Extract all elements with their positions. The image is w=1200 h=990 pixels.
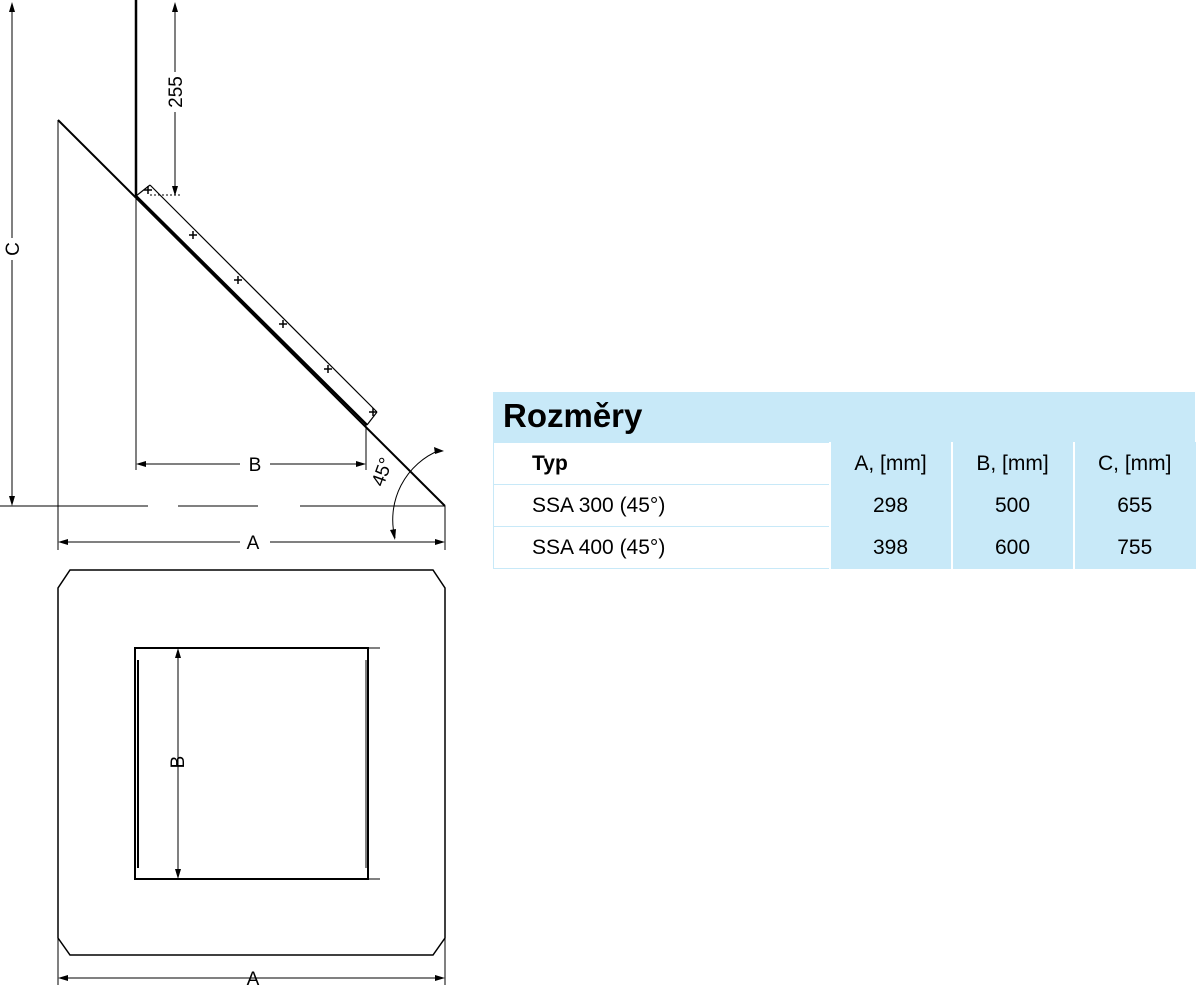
- dim-c-label: C: [3, 242, 24, 256]
- header-cell-b: B, [mm]: [950, 442, 1074, 485]
- dim-b-side-label: B: [249, 455, 262, 476]
- rail-lower-edge: [135, 195, 368, 426]
- hypotenuse-line: [57, 119, 446, 507]
- label-backgrounds: [2, 72, 270, 989]
- row-c-cell: 655: [1072, 484, 1196, 527]
- dimensions-title: Rozměry: [493, 392, 1195, 442]
- angle-arc-arrows: [390, 447, 444, 540]
- row-b-cell: 600: [950, 526, 1074, 569]
- row-type-cell: SSA 300 (45°): [493, 484, 830, 527]
- angle-label: 45°: [368, 455, 398, 489]
- row-b-cell: 500: [950, 484, 1074, 527]
- header-cell-a: A, [mm]: [828, 442, 952, 485]
- row-a-cell: 398: [828, 526, 952, 569]
- dim-a-top-label: A: [247, 969, 260, 990]
- row-a-cell: 298: [828, 484, 952, 527]
- table-row: SSA 400 (45°) 398 600 755: [493, 526, 1196, 569]
- top-view: [57, 569, 446, 985]
- row-c-cell: 755: [1072, 526, 1196, 569]
- table-header-row: Typ A, [mm] B, [mm] C, [mm]: [493, 442, 1196, 485]
- fastener-marks: [144, 186, 377, 416]
- base-plate-outline: [57, 569, 446, 956]
- dimensions-table: Typ A, [mm] B, [mm] C, [mm] SSA 300 (45°…: [493, 442, 1196, 569]
- angle-arc: [392, 449, 441, 539]
- rail-bottom-cap: [366, 411, 378, 426]
- header-cell-type: Typ: [493, 442, 830, 485]
- header-cell-c: C, [mm]: [1072, 442, 1196, 485]
- dim-255-label: 255: [166, 76, 187, 108]
- table-row: SSA 300 (45°) 298 500 655: [493, 484, 1196, 527]
- dimensions-panel: Rozměry Typ A, [mm] B, [mm] C, [mm] SSA …: [493, 392, 1196, 569]
- opening-outline: [134, 647, 369, 880]
- rail-upper-edge: [149, 184, 378, 413]
- dim-a-side-label: A: [247, 533, 260, 554]
- row-type-cell: SSA 400 (45°): [493, 526, 830, 569]
- dim-b-top-label: B: [168, 756, 189, 769]
